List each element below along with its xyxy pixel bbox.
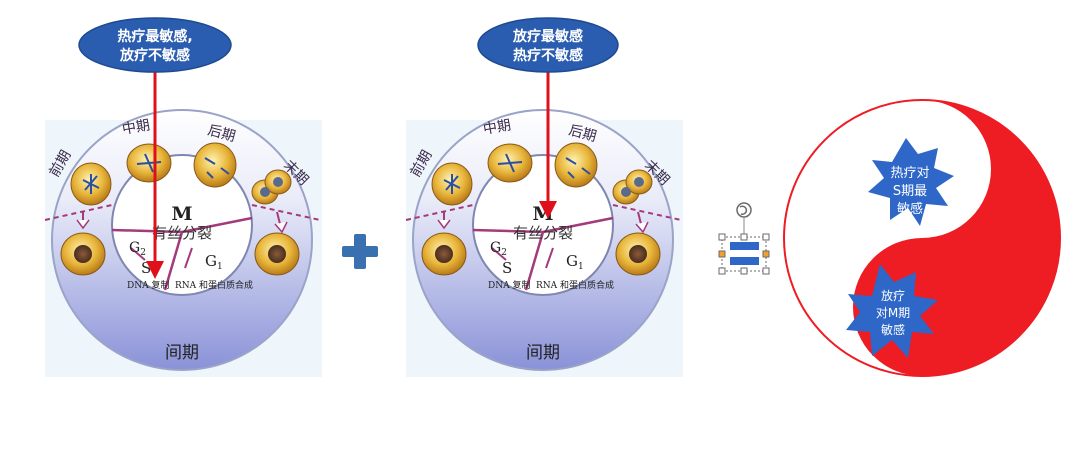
- selected-shape[interactable]: [718, 202, 770, 275]
- rna-protein-label: RNA 和蛋白质合成: [536, 279, 614, 291]
- rna-protein-label: RNA 和蛋白质合成: [175, 279, 253, 291]
- phase-label-anaphase: 后期: [206, 122, 237, 145]
- callout-left: 热疗最敏感, 放疗不敏感: [78, 17, 232, 73]
- mitosis-m-label: M: [171, 203, 192, 225]
- rotate-handle-icon[interactable]: [736, 202, 752, 218]
- g2-label: G2: [490, 240, 507, 258]
- s-label: S: [502, 259, 512, 277]
- phase-label-metaphase: 中期: [121, 117, 151, 138]
- g2-label: G2: [129, 240, 146, 258]
- mitosis-m-label: M: [532, 203, 553, 225]
- mitosis-label: 有丝分裂: [513, 224, 573, 242]
- phase-label-metaphase: 中期: [482, 117, 512, 138]
- phase-label-anaphase: 后期: [567, 122, 598, 145]
- g1-label: G1: [205, 252, 223, 272]
- star-bottom-line2: 对M期: [876, 306, 910, 320]
- mitosis-label: 有丝分裂: [152, 224, 212, 242]
- star-top: [868, 138, 954, 226]
- cycle-diagram-left: 前期 中期 后期 末期 M 有丝分裂 G2 S G1 DNA 复制 RNA 和蛋…: [43, 108, 324, 379]
- callout-left-line2: 放疗不敏感: [119, 47, 190, 64]
- resize-handle[interactable]: [718, 233, 770, 275]
- s-label: S: [141, 259, 151, 277]
- g1-label: G1: [566, 252, 584, 272]
- dna-replication-label: DNA 复制: [127, 279, 169, 291]
- callout-right-line2: 热疗不敏感: [513, 47, 583, 64]
- interphase-label: 间期: [165, 343, 199, 363]
- star-bottom: [846, 264, 938, 358]
- dna-replication-label: DNA 复制: [488, 279, 530, 291]
- interphase-label: 间期: [526, 343, 560, 363]
- star-top-line1: 热疗对: [890, 166, 929, 181]
- callout-left-line1: 热疗最敏感,: [117, 28, 192, 45]
- yin-yang-diagram: 热疗对 S期最 敏感 放疗 对M期 敏感: [783, 99, 1061, 377]
- star-bottom-line1: 放疗: [881, 288, 905, 303]
- star-bottom-line3: 敏感: [881, 322, 905, 337]
- star-top-line2: S期最: [893, 184, 927, 199]
- plus-icon: [342, 234, 378, 269]
- callout-right: 放疗最敏感 热疗不敏感: [477, 17, 619, 73]
- cycle-diagram-right: 前期 中期 后期 末期 M 有丝分裂 G2 S G1 DNA 复制 RNA 和蛋…: [404, 108, 685, 379]
- callout-right-line1: 放疗最敏感: [512, 28, 583, 45]
- star-top-line3: 敏感: [897, 201, 923, 217]
